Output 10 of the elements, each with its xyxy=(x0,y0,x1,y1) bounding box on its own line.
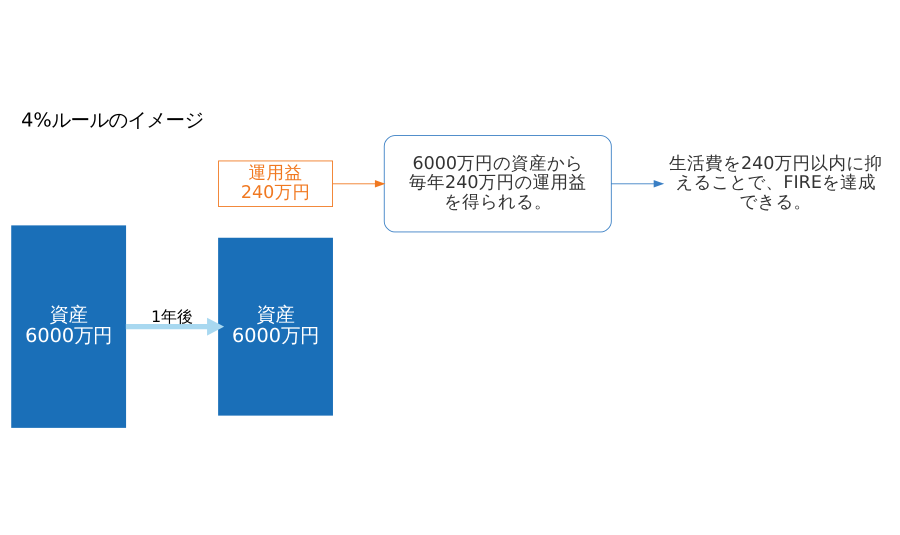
edge-label: 1年後 xyxy=(151,306,194,326)
node-text: 生活費を240万円以内に抑えることで、FIREを達成できる。 xyxy=(668,154,882,212)
arrow xyxy=(332,180,386,188)
diagram-title: 4%ルールのイメージ xyxy=(21,108,204,132)
arrow xyxy=(126,318,224,336)
node-box: 資産 6000万円 xyxy=(11,225,126,428)
arrow xyxy=(610,180,664,188)
node-box: 資産 6000万円 xyxy=(218,238,333,416)
node-box: 6000万円の資産から毎年240万円の運用益を得られる。 xyxy=(384,135,612,232)
node-box: 運用益 240万円 xyxy=(218,160,333,207)
